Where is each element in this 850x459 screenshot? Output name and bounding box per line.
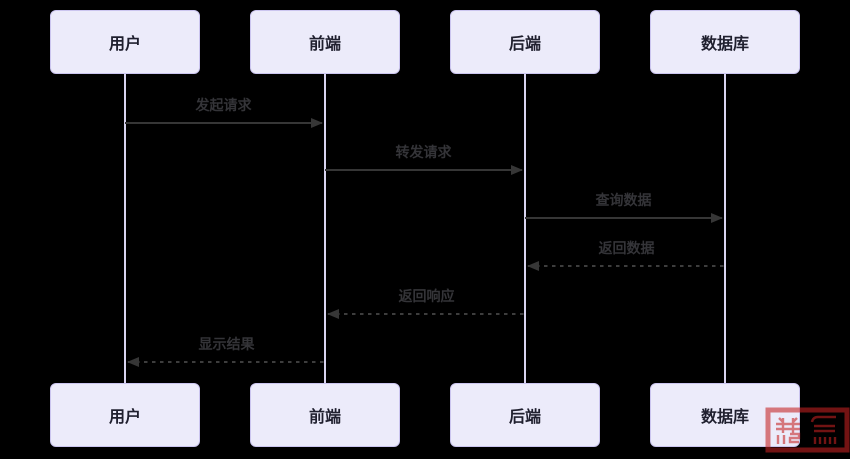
actor-top-frontend: 前端	[250, 10, 400, 74]
message-label: 查询数据	[595, 192, 652, 208]
actor-label: 前端	[308, 409, 341, 426]
actor-label: 前端	[308, 36, 341, 53]
actor-bottom-backend: 后端	[450, 383, 600, 447]
actor-bottom-user: 用户	[50, 383, 200, 447]
lifeline-frontend	[324, 72, 326, 385]
actor-label: 数据库	[700, 409, 749, 426]
message-label: 返回数据	[598, 240, 655, 256]
actor-label: 数据库	[700, 36, 749, 53]
actor-top-backend: 后端	[450, 10, 600, 74]
message-query-data: 查询数据	[525, 192, 723, 223]
lifeline-database	[724, 72, 726, 385]
lifeline-backend	[524, 72, 526, 385]
actor-label: 后端	[508, 409, 541, 426]
actor-bottom-database: 数据库	[650, 383, 800, 447]
actor-label: 用户	[108, 36, 141, 53]
arrowhead-left-icon	[527, 261, 539, 271]
arrowhead-right-icon	[511, 165, 523, 175]
message-initiate-request: 发起请求	[125, 97, 323, 128]
message-label: 转发请求	[395, 144, 452, 160]
message-return-data: 返回数据	[527, 240, 725, 271]
arrowhead-right-icon	[311, 118, 323, 128]
message-line-dashed	[328, 313, 525, 315]
arrowhead-right-icon	[711, 213, 723, 223]
message-forward-request: 转发请求	[325, 144, 523, 175]
message-label: 返回响应	[398, 288, 455, 304]
message-label: 显示结果	[198, 336, 255, 352]
message-line-solid	[325, 169, 522, 171]
message-line-solid	[125, 122, 322, 124]
message-display-result: 显示结果	[127, 336, 325, 367]
actor-top-user: 用户	[50, 10, 200, 74]
arrowhead-left-icon	[327, 309, 339, 319]
message-return-response: 返回响应	[327, 288, 525, 319]
message-line-dashed	[128, 361, 325, 363]
arrowhead-left-icon	[127, 357, 139, 367]
lifeline-user	[124, 72, 126, 385]
message-line-dashed	[528, 265, 725, 267]
actor-label: 用户	[108, 409, 141, 426]
actor-label: 后端	[508, 36, 541, 53]
actor-bottom-frontend: 前端	[250, 383, 400, 447]
message-line-solid	[525, 217, 722, 219]
actor-top-database: 数据库	[650, 10, 800, 74]
message-label: 发起请求	[195, 97, 252, 113]
